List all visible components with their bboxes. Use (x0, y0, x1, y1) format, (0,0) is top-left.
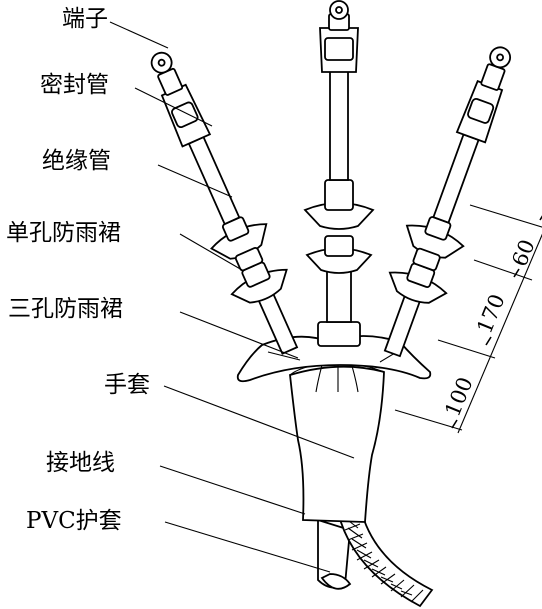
label-seal-tube: 密封管 (40, 72, 109, 98)
right-phase-branch (383, 46, 512, 358)
middle-phase-branch (303, 0, 375, 347)
ground-wire (336, 504, 434, 608)
left-phase-branch (150, 51, 299, 355)
leader-lines (109, 21, 355, 573)
label-terminal: 端子 (62, 6, 108, 32)
dimension-60: 60 (507, 236, 539, 270)
label-glove: 手套 (104, 372, 150, 398)
label-triple-hole-rain-skirt: 三孔防雨裙 (8, 296, 123, 322)
dimension-lines (394, 204, 542, 434)
dimension-100: 100 (440, 374, 477, 420)
label-insulation-tube: 绝缘管 (42, 148, 111, 174)
glove (289, 363, 385, 523)
label-pvc-sheath: PVC护套 (26, 508, 122, 534)
dimension-170: 170 (472, 291, 509, 337)
label-ground-wire: 接地线 (46, 450, 115, 476)
label-single-hole-rain-skirt: 单孔防雨裙 (6, 220, 121, 246)
